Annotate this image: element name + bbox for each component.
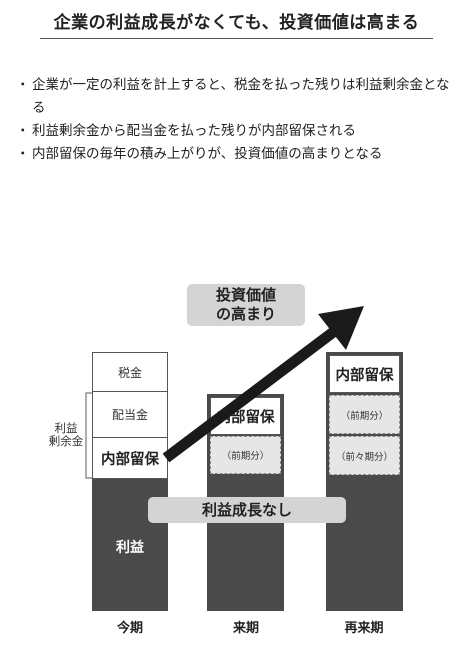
rising-arrow-icon bbox=[162, 306, 364, 463]
bracket bbox=[85, 392, 92, 479]
dividend-box: 配当金 bbox=[92, 391, 168, 438]
x-label-period-after-next: 再来期 bbox=[344, 621, 384, 636]
x-label-this-period: 今期 bbox=[116, 621, 143, 636]
retained-earnings-box: 内部留保 bbox=[329, 355, 400, 393]
bullet-item: 企業が一定の利益を計上すると、税金を払った残りは利益剰余金となる bbox=[16, 74, 463, 120]
prior-period-box: （前期分） bbox=[329, 395, 400, 434]
investment-value-rise-label: 投資価値 の高まり bbox=[187, 284, 305, 326]
bullet-item: 内部留保の毎年の積み上がりが、投資価値の高まりとなる bbox=[16, 143, 463, 166]
tax-box: 税金 bbox=[92, 352, 168, 392]
page-title: 企業の利益成長がなくても、投資価値は高まる bbox=[53, 13, 420, 33]
profit-label: 利益 bbox=[116, 540, 144, 556]
bullet-item: 利益剰余金から配当金を払った残りが内部留保される bbox=[16, 120, 463, 143]
prior-period-box: （前期分） bbox=[210, 436, 281, 474]
no-profit-growth-label: 利益成長なし bbox=[148, 497, 346, 523]
retained-earnings-box: 内部留保 bbox=[92, 437, 168, 479]
bullet-list: 企業が一定の利益を計上すると、税金を払った残りは利益剰余金となる 利益剰余金から… bbox=[16, 74, 463, 166]
title-underline bbox=[40, 38, 433, 39]
x-label-next-period: 来期 bbox=[232, 621, 259, 636]
two-periods-prior-box: （前々期分） bbox=[329, 436, 400, 475]
retained-surplus-label: 利益 剰余金 bbox=[48, 421, 84, 448]
